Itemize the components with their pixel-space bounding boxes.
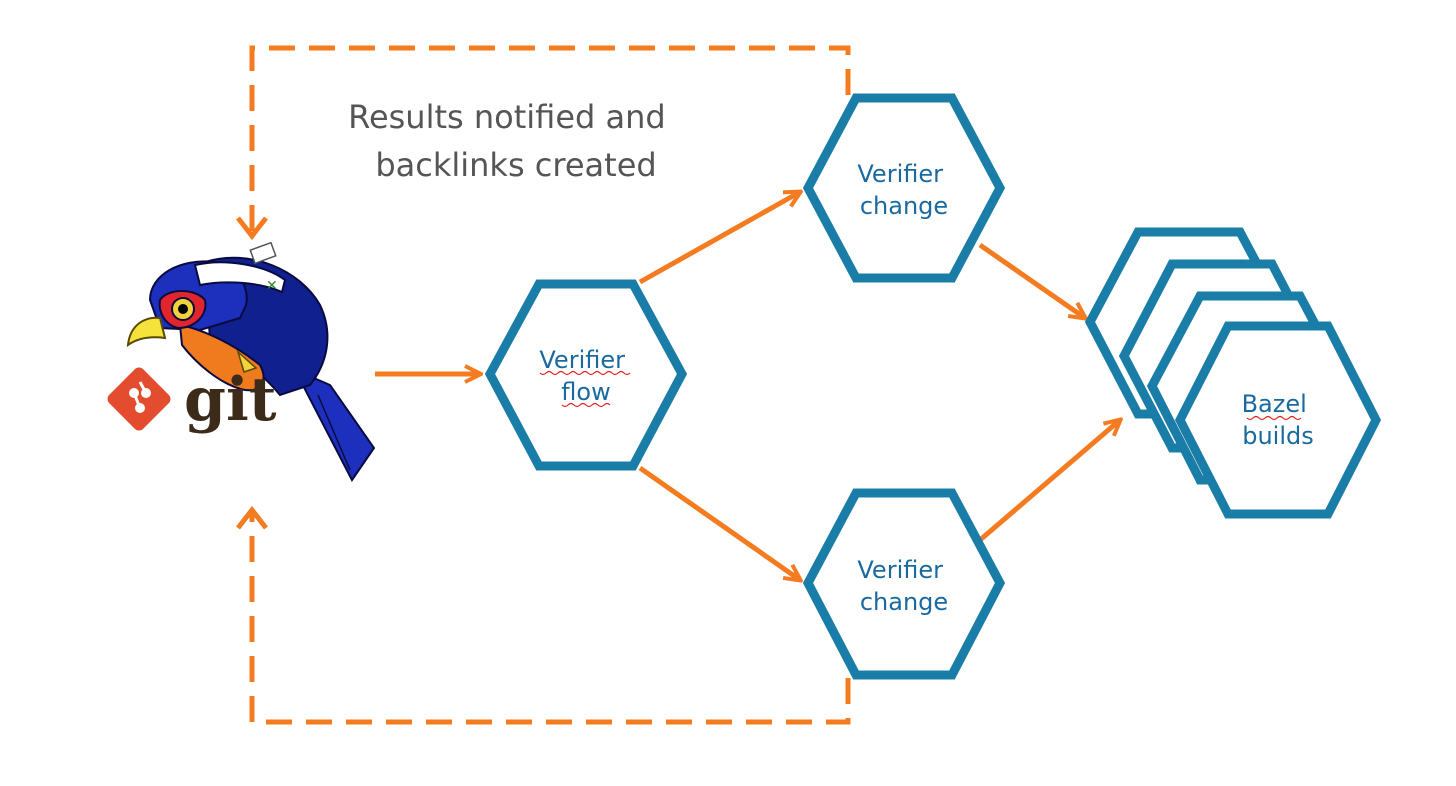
verifier-change-top-line2: change bbox=[860, 192, 948, 220]
bazel-builds-line2: builds bbox=[1242, 422, 1314, 450]
feedback-loop-bottom-arrowhead bbox=[236, 505, 268, 530]
verifier-change-bottom-line2: change bbox=[860, 588, 948, 616]
arrow-change-bottom-to-bazel bbox=[978, 420, 1120, 542]
git-logo-label: git bbox=[184, 365, 277, 435]
feedback-loop bbox=[236, 45, 851, 725]
feedback-loop-top-arrowhead bbox=[236, 216, 268, 241]
results-note-line1: Results notified and bbox=[348, 98, 666, 136]
verifier-change-bottom-node: Verifier change bbox=[802, 488, 1006, 680]
bazel-builds-label: Bazel builds bbox=[1242, 390, 1315, 450]
verifier-change-top-line1: Verifier bbox=[857, 160, 943, 188]
verifier-flow-label: Verifier flow bbox=[539, 346, 632, 406]
results-note-line2: backlinks created bbox=[375, 146, 656, 184]
verifier-flow-line1: Verifier bbox=[539, 346, 625, 374]
bazel-builds-line1: Bazel bbox=[1242, 390, 1307, 418]
feedback-loop-bottom bbox=[249, 512, 851, 725]
results-note: Results notified and backlinks created bbox=[348, 98, 676, 184]
verifier-change-top-label: Verifier change bbox=[857, 160, 950, 220]
verifier-change-top-node: Verifier change bbox=[802, 93, 1006, 283]
git-logo-icon: git bbox=[107, 365, 277, 435]
svg-text:✕: ✕ bbox=[266, 278, 278, 294]
verifier-change-bottom-label: Verifier change bbox=[857, 556, 950, 616]
verifier-flow-line2: flow bbox=[561, 378, 610, 406]
arrow-change-top-to-bazel bbox=[978, 242, 1085, 318]
bazel-hex-4 bbox=[1174, 321, 1382, 519]
verifier-flow-node: Verifier flow bbox=[484, 279, 688, 471]
feedback-loop-top bbox=[249, 45, 851, 232]
gerrit-bird-icon: ✕ bbox=[126, 241, 376, 482]
flow-arrows bbox=[375, 192, 1120, 580]
arrow-flow-to-change-bottom bbox=[638, 465, 800, 580]
verifier-change-bottom-line1: Verifier bbox=[857, 556, 943, 584]
arrow-flow-to-change-top bbox=[638, 192, 800, 285]
bazel-builds-stack: Bazel builds bbox=[1084, 227, 1382, 519]
